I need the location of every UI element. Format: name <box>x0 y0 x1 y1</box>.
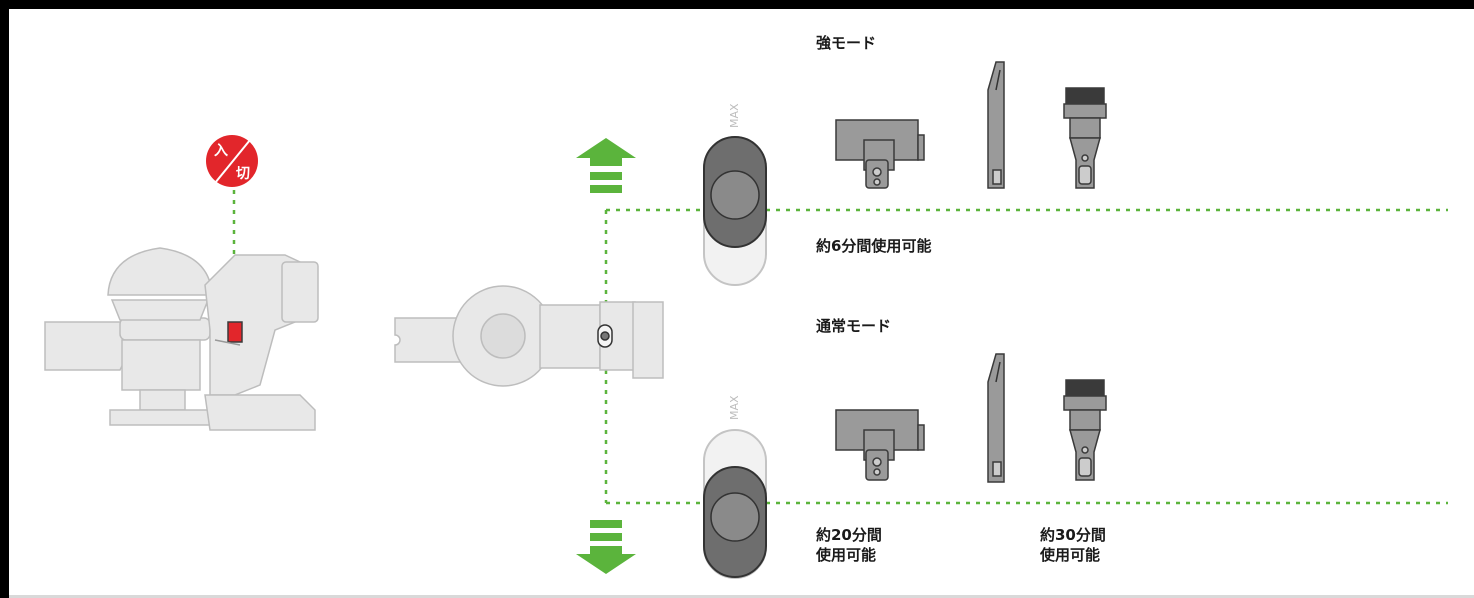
motorhead-tool-icon-boost <box>835 119 925 189</box>
boost-mode-title: 強モード <box>816 34 877 52</box>
switch-max-label-bottom: MAX <box>728 395 741 420</box>
arrow-down-icon <box>576 520 636 574</box>
crevice-tool-icon-normal <box>987 353 1005 483</box>
brush-tool-icon-normal <box>1063 379 1107 481</box>
switch-max-label-top: MAX <box>728 103 741 128</box>
power-off-label: 切 <box>236 166 250 182</box>
normal-runtime-attached-line1: 約20分間 <box>816 526 882 544</box>
mode-switch-boost-icon: MAX <box>703 103 767 286</box>
top-border <box>0 0 1474 9</box>
normal-mode-runtime-plain: 約30分間 使用可能 <box>1040 525 1106 565</box>
crevice-tool-icon-boost <box>987 61 1005 189</box>
boost-mode-runtime: 約6分間使用可能 <box>816 237 932 255</box>
vacuum-side-icon <box>44 247 319 431</box>
normal-runtime-plain-line2: 使用可能 <box>1040 546 1101 564</box>
normal-mode-title: 通常モード <box>816 317 892 335</box>
mode-switch-normal-icon: MAX <box>703 395 767 579</box>
normal-runtime-plain-line1: 約30分間 <box>1040 526 1106 544</box>
bottom-border <box>9 595 1474 598</box>
power-badge-icon: 入 切 <box>206 135 258 187</box>
brush-tool-icon-boost <box>1063 87 1107 189</box>
normal-mode-runtime-attached: 約20分間 使用可能 <box>816 525 882 565</box>
motorhead-tool-icon-normal <box>835 409 925 481</box>
normal-runtime-attached-line2: 使用可能 <box>816 546 877 564</box>
arrow-up-icon <box>576 138 636 193</box>
left-border <box>0 0 9 598</box>
power-on-label: 入 <box>214 143 228 159</box>
vacuum-top-icon <box>394 285 664 387</box>
